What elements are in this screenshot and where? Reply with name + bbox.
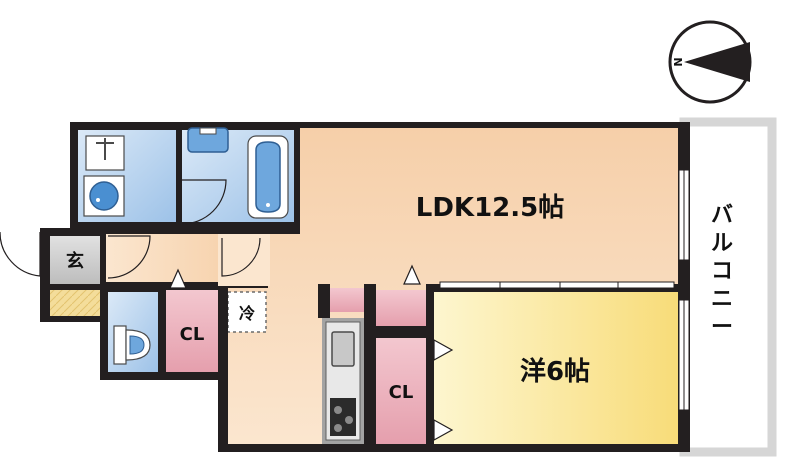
sink-icon bbox=[331, 331, 355, 367]
balcony-label-char: ー bbox=[711, 315, 733, 340]
hallway bbox=[106, 234, 270, 286]
balcony-label-char: バ bbox=[711, 203, 733, 228]
balcony-label-char: ル bbox=[711, 231, 733, 256]
bathtub-icon bbox=[247, 135, 289, 219]
balcony-label-char: コ bbox=[711, 259, 733, 284]
room-western bbox=[434, 292, 678, 444]
interior-walls bbox=[70, 128, 434, 452]
entrance bbox=[50, 236, 100, 316]
compass-north-label: N bbox=[672, 57, 685, 66]
doors bbox=[0, 179, 454, 442]
washing-machine-icon bbox=[83, 175, 125, 217]
north-arrow-icon: N bbox=[672, 57, 685, 66]
balcony-label-char: ニ bbox=[711, 287, 733, 312]
entrance-label: 玄 bbox=[66, 250, 84, 272]
closet-1-label: CL bbox=[180, 324, 205, 345]
balcony: バ ル コ ニ ー bbox=[679, 117, 777, 457]
closet-2-label: CL bbox=[389, 382, 414, 403]
fridge-label: 冷 bbox=[239, 304, 255, 323]
toilet-icon bbox=[113, 325, 151, 365]
closet-2 bbox=[376, 290, 426, 444]
ldk-label: LDK12.5帖 bbox=[416, 193, 564, 223]
closet-1 bbox=[166, 290, 218, 372]
stove-icon bbox=[330, 398, 356, 436]
fridge-space bbox=[227, 291, 267, 333]
western-room-label: 洋6帖 bbox=[520, 356, 590, 387]
kitchen-cabinet bbox=[330, 288, 364, 312]
compass: N bbox=[668, 20, 752, 104]
windows bbox=[439, 169, 690, 411]
faucet-icon bbox=[187, 127, 229, 153]
kitchen-counter bbox=[322, 318, 364, 444]
washbasin-icon bbox=[85, 135, 125, 171]
